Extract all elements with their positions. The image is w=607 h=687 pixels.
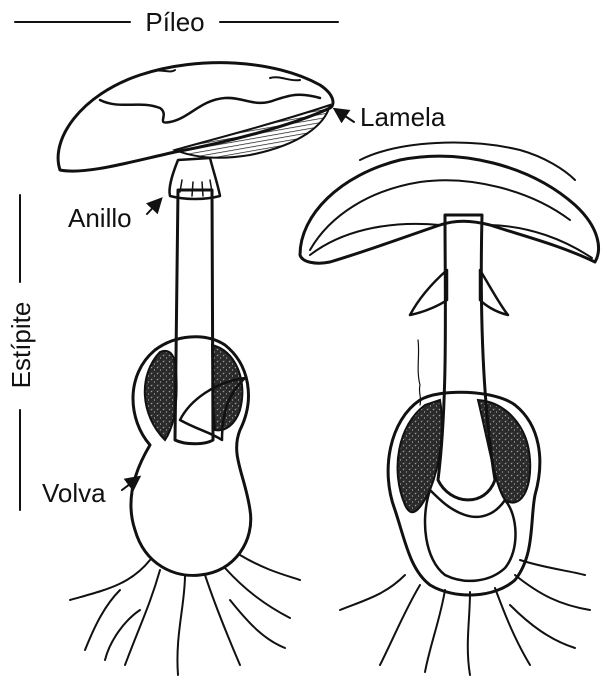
left-volva-cavity xyxy=(145,351,177,440)
left-stipe xyxy=(175,190,213,444)
lamela-label-group: Lamela xyxy=(336,102,446,132)
left-mushroom xyxy=(58,63,333,675)
anillo-label-group: Anillo xyxy=(68,200,160,233)
artist-signature xyxy=(418,340,421,405)
right-volva-inner xyxy=(425,490,516,581)
left-roots xyxy=(70,555,300,675)
estipite-label: Estípite xyxy=(6,302,36,389)
right-cap-inner-line xyxy=(310,180,570,250)
lamela-arrow xyxy=(336,110,354,122)
right-mushroom xyxy=(300,143,598,675)
anillo-label: Anillo xyxy=(68,203,132,233)
pileo-label-group: Píleo xyxy=(15,7,338,37)
volva-label-group: Volva xyxy=(42,478,138,508)
lamela-label: Lamela xyxy=(360,102,446,132)
estipite-label-group: Estípite xyxy=(6,195,36,510)
right-roots xyxy=(340,560,590,675)
right-stipe xyxy=(438,215,495,500)
anillo-arrow xyxy=(147,200,160,214)
pileo-label: Píleo xyxy=(145,7,204,37)
volva-label: Volva xyxy=(42,478,106,508)
right-annulus-left xyxy=(410,270,447,315)
right-annulus-right xyxy=(480,270,508,315)
volva-arrow xyxy=(122,478,138,490)
left-gills xyxy=(175,105,330,158)
